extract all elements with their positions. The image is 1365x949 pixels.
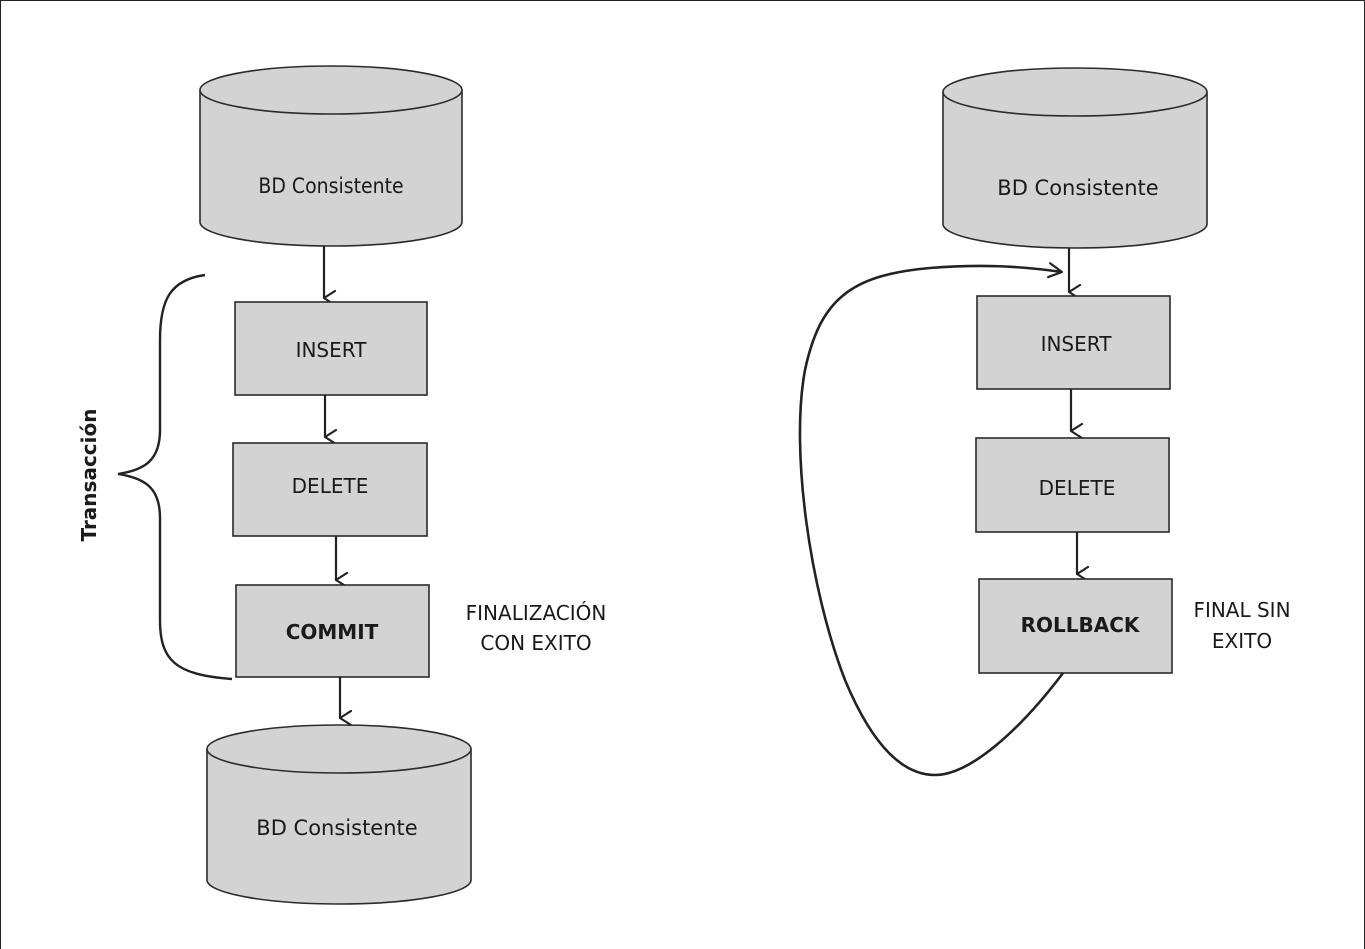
right-step-insert: INSERT (976, 295, 1171, 390)
right-step-rollback-label: ROLLBACK (1021, 613, 1141, 637)
right-step-insert-label: INSERT (1041, 332, 1113, 356)
right-step-delete: DELETE (975, 437, 1170, 533)
right-end-note-line2: EXITO (1212, 629, 1272, 653)
left-step-insert-label: INSERT (296, 338, 368, 362)
left-diagram: BD Consistente INSERT DELETE COMMIT (77, 65, 607, 905)
left-database-top: BD Consistente (199, 65, 463, 247)
right-end-note-line1: FINAL SIN (1193, 598, 1290, 622)
right-database-top: BD Consistente (942, 67, 1208, 249)
left-db-bottom-label: BD Consistente (256, 816, 417, 840)
left-step-delete-label: DELETE (292, 474, 369, 498)
right-step-rollback: ROLLBACK (978, 578, 1173, 674)
right-step-delete-label: DELETE (1039, 476, 1116, 500)
right-diagram: BD Consistente INSERT DELETE ROLLBACK (798, 67, 1291, 777)
transaction-label: Transacción (77, 409, 101, 542)
rollback-loop-arrow (798, 262, 1065, 777)
left-end-note-line2: CON EXITO (480, 631, 591, 655)
left-end-note: FINALIZACIÓN CON EXITO (466, 601, 607, 655)
transaction-brace (117, 273, 233, 681)
left-step-commit-label: COMMIT (286, 620, 379, 644)
left-database-bottom: BD Consistente (206, 724, 472, 905)
left-db-top-label: BD Consistente (258, 174, 403, 198)
right-db-top-label: BD Consistente (997, 176, 1158, 200)
right-end-note: FINAL SIN EXITO (1193, 598, 1290, 653)
left-step-insert: INSERT (234, 301, 428, 396)
left-step-commit: COMMIT (235, 584, 430, 678)
left-end-note-line1: FINALIZACIÓN (466, 601, 607, 625)
left-step-delete: DELETE (232, 442, 428, 537)
